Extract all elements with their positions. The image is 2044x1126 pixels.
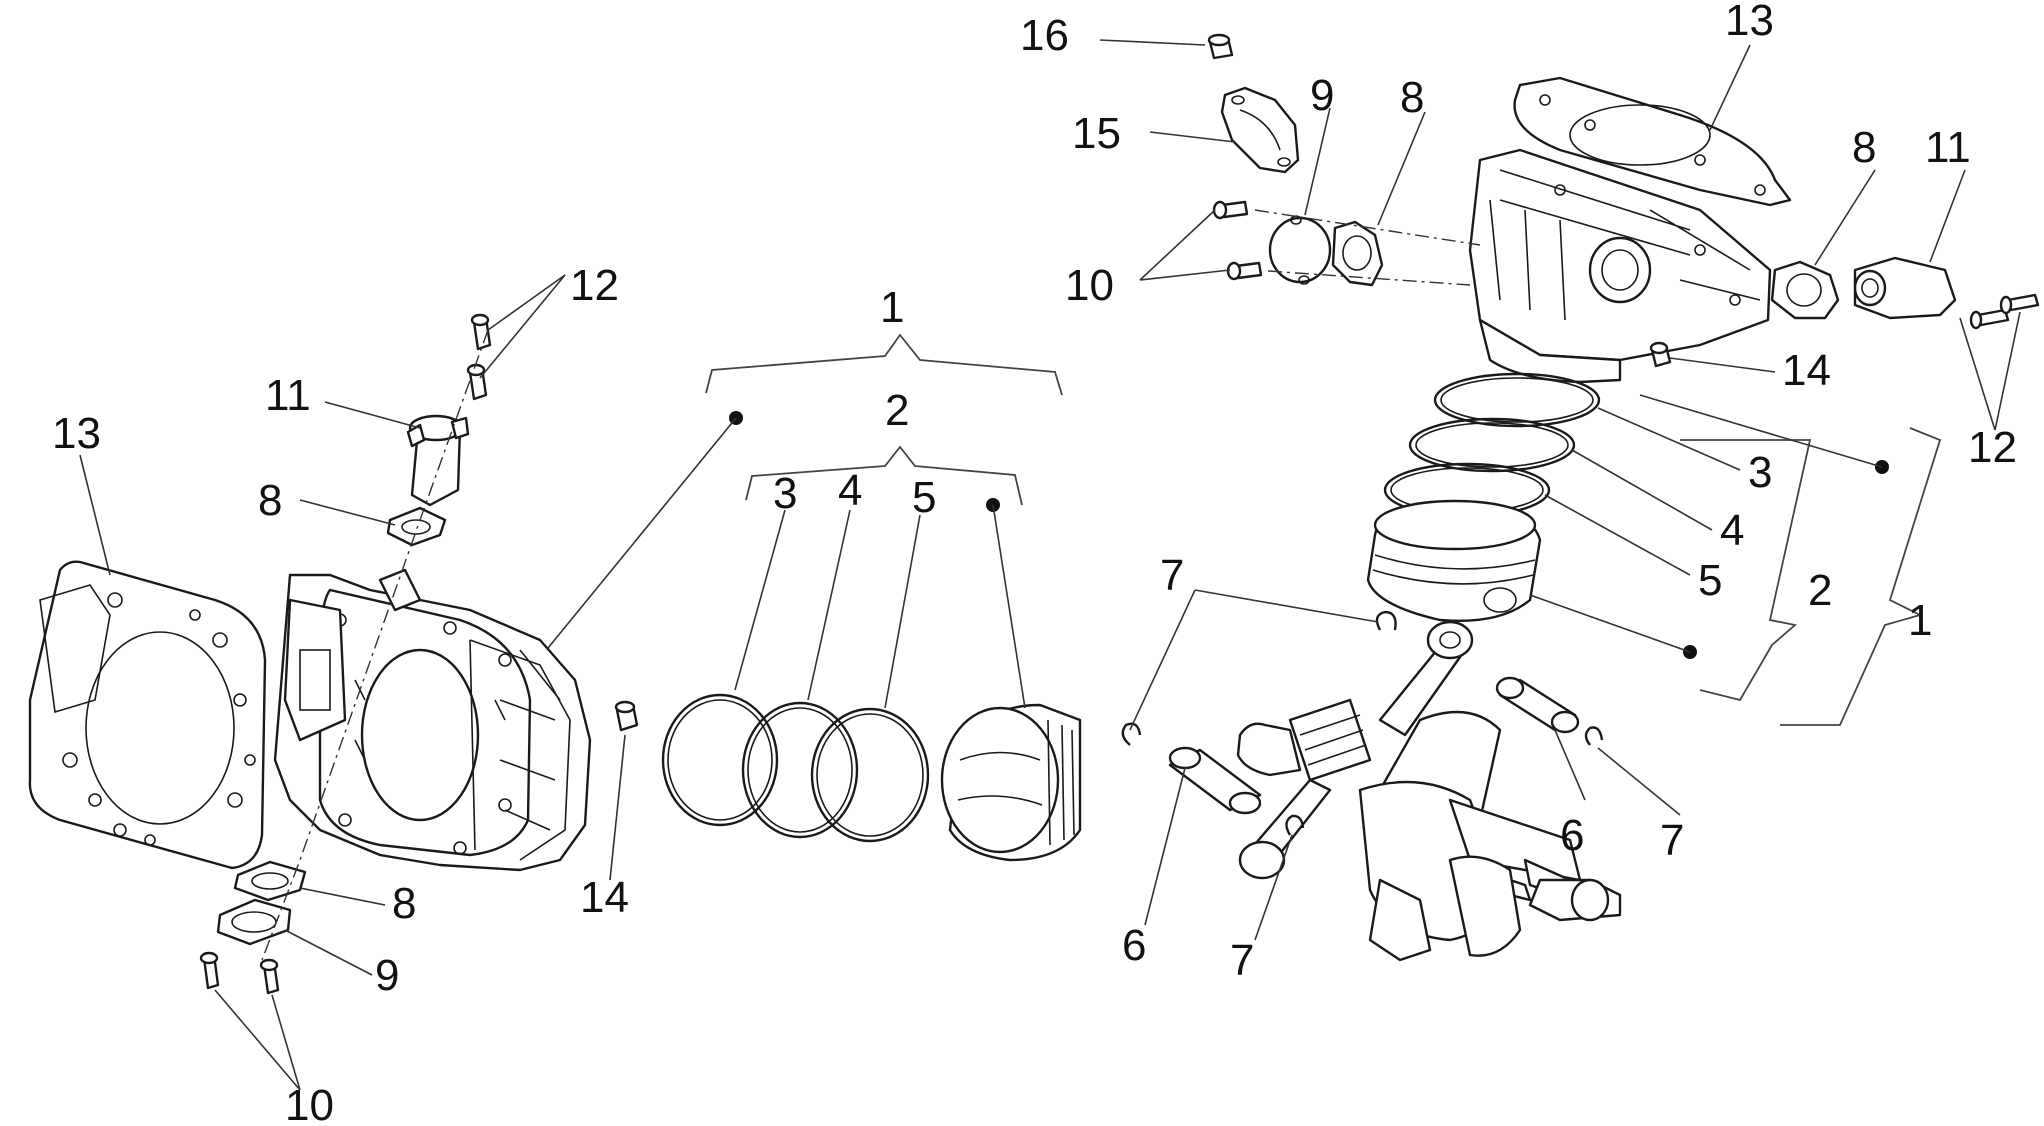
brace-1-center — [705, 333, 1063, 396]
callout-8-right-b: 8 — [1852, 123, 1876, 172]
callout-4-center: 4 — [838, 466, 862, 515]
bolts-10-right — [1212, 200, 1263, 281]
ring-3 — [661, 693, 779, 827]
head-gasket-right — [1513, 76, 1792, 207]
cylinder-right — [1468, 148, 1772, 384]
head-gasket-left — [28, 560, 267, 870]
callout-8-left-top: 8 — [258, 476, 282, 525]
cover-9-right — [1268, 215, 1332, 285]
callout-8-left-bottom: 8 — [392, 879, 416, 928]
callout-16: 16 — [1020, 11, 1069, 60]
callout-9-left: 9 — [375, 951, 399, 1000]
callout-14-right: 14 — [1782, 346, 1831, 395]
callout-2-right: 2 — [1808, 566, 1832, 615]
callout-labels: 12 11 8 13 8 9 10 14 1 2 3 4 5 16 15 9 8… — [52, 0, 2017, 1126]
callout-10-left: 10 — [285, 1081, 334, 1126]
callout-4-right: 4 — [1720, 506, 1744, 555]
ring-4 — [741, 701, 859, 839]
callout-3-right: 3 — [1748, 448, 1772, 497]
callout-11-right: 11 — [1925, 123, 1971, 172]
leader-lines — [79, 39, 2021, 1091]
piston-center — [940, 703, 1082, 862]
bolts-10-left — [199, 951, 280, 995]
callout-9-right: 9 — [1310, 71, 1334, 120]
callout-15: 15 — [1072, 109, 1121, 158]
callout-10-right: 10 — [1065, 261, 1114, 310]
gasket-8-right-b — [1770, 260, 1840, 320]
dowel-14-left — [614, 700, 639, 732]
brace-2-center — [745, 445, 1023, 506]
callout-12-right: 12 — [1968, 423, 2017, 472]
ring-5 — [810, 707, 930, 843]
callout-5-center: 5 — [912, 473, 936, 522]
piston-rings-right — [1383, 372, 1601, 518]
chain-tensioner-left — [406, 414, 470, 507]
chain-tensioner-right — [1853, 256, 1957, 320]
bolt-16 — [1207, 33, 1234, 60]
piston-right — [1366, 499, 1542, 622]
gasket-8-top-left — [386, 506, 447, 547]
callout-14-left: 14 — [580, 873, 629, 922]
callout-6-right: 6 — [1560, 811, 1584, 860]
bolts-12-right — [1969, 293, 2040, 330]
cover-9-left — [216, 898, 292, 946]
callout-11-left: 11 — [265, 371, 311, 420]
callout-7-bottom: 7 — [1230, 936, 1254, 985]
piston-pin-6-right — [1495, 676, 1580, 734]
left-cylinder-assembly — [28, 313, 639, 995]
callout-5-right: 5 — [1698, 556, 1722, 605]
callout-2-center: 2 — [885, 386, 909, 435]
cover-15 — [1220, 86, 1300, 174]
callout-13-right: 13 — [1725, 0, 1774, 45]
cylinder-left — [273, 568, 592, 872]
callout-13-left: 13 — [52, 409, 101, 458]
brace-2-right — [1680, 439, 1812, 702]
callout-8-right-a: 8 — [1400, 73, 1424, 122]
brace-1-right — [1780, 427, 1942, 726]
right-cylinder-assembly — [1121, 33, 2040, 962]
piston-pin-6-left — [1168, 746, 1262, 815]
callout-7-top: 7 — [1160, 551, 1184, 600]
crankshaft — [1236, 620, 1622, 962]
callout-6-left: 6 — [1122, 921, 1146, 970]
callout-12-left: 12 — [570, 261, 619, 310]
gasket-8-right-a — [1331, 220, 1384, 287]
callout-1-center: 1 — [880, 283, 904, 332]
piston-ring-set — [661, 693, 930, 843]
gasket-8-bottom-left — [233, 860, 307, 902]
callout-1-right: 1 — [1908, 596, 1932, 645]
callout-7-right: 7 — [1660, 816, 1684, 865]
dowel-14-right — [1649, 341, 1672, 368]
callout-3-center: 3 — [773, 469, 797, 518]
